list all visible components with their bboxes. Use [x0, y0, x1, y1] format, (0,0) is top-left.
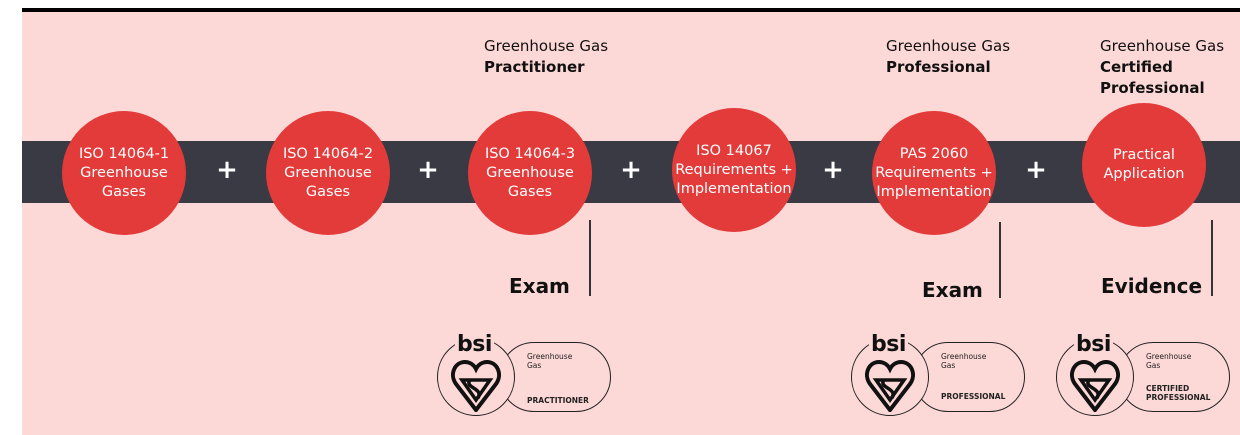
title-certified-professional: Greenhouse Gas Certified Professional [1100, 36, 1224, 99]
node-label: Implementation [676, 180, 792, 197]
badge-level-line: PROFESSIONAL [1146, 393, 1211, 402]
title-prefix: Greenhouse Gas [484, 37, 609, 55]
diagram-background [22, 8, 1240, 435]
requirement-exam: Exam [509, 274, 570, 298]
badge-line: Greenhouse [941, 352, 987, 361]
title-level: Certified [1100, 58, 1173, 76]
badge-level: CERTIFIED PROFESSIONAL [1146, 384, 1210, 402]
plus-connector: + [1025, 155, 1047, 185]
bsi-logo: bsi [1074, 332, 1113, 357]
bsi-practitioner-badge: bsi Greenhouse Gas PRACTITIONER [437, 328, 617, 423]
node-label: Implementation [876, 183, 992, 200]
title-professional: Greenhouse Gas Professional [886, 36, 1010, 78]
badge-line: Gas [527, 361, 542, 370]
node-label: PAS 2060 [899, 145, 969, 162]
bsi-logo: bsi [869, 332, 908, 357]
badge-line: Greenhouse [527, 352, 573, 361]
node-iso-14064-2: ISO 14064-2 Greenhouse Gases [266, 111, 390, 235]
badge-line: Gas [1146, 361, 1161, 370]
node-iso-14064-1: ISO 14064-1 Greenhouse Gases [62, 111, 186, 235]
node-label: Practical [1113, 147, 1175, 163]
title-level: Practitioner [484, 58, 585, 76]
node-practical-application: Practical Application [1082, 103, 1206, 227]
divider-line [589, 220, 591, 296]
bsi-logo: bsi [455, 332, 494, 357]
node-label: Application [1103, 166, 1185, 182]
node-label: Greenhouse [486, 164, 574, 181]
plus-connector: + [216, 155, 238, 185]
plus-connector: + [822, 155, 844, 185]
title-practitioner: Greenhouse Gas Practitioner [484, 36, 608, 78]
badge-level: PRACTITIONER [527, 396, 589, 405]
badge-text: Greenhouse Gas [941, 352, 986, 370]
badge-level-line: CERTIFIED [1146, 384, 1190, 393]
badge-line: Gas [941, 361, 956, 370]
title-prefix: Greenhouse Gas [886, 37, 1011, 55]
badge-line: Greenhouse [1146, 352, 1192, 361]
divider-line [1211, 220, 1213, 296]
node-label: ISO 14067 [696, 142, 772, 159]
node-iso-14067: ISO 14067 Requirements + Implementation [672, 108, 796, 232]
plus-connector: + [417, 155, 439, 185]
bsi-kitemark-icon [1070, 359, 1120, 412]
pathway-band [22, 141, 1240, 203]
bsi-kitemark-icon [451, 359, 501, 412]
title-prefix: Greenhouse Gas [1100, 37, 1225, 55]
node-pas-2060: PAS 2060 Requirements + Implementation [872, 111, 996, 235]
badge-text: Greenhouse Gas [527, 352, 572, 370]
node-label: Gases [305, 183, 351, 200]
badge-level: PROFESSIONAL [941, 392, 1006, 401]
node-label: Gases [507, 183, 553, 200]
title-level: Professional [886, 58, 991, 76]
requirement-exam: Exam [922, 278, 983, 302]
node-label: ISO 14064-2 [282, 145, 374, 162]
node-label: Greenhouse [80, 164, 168, 181]
title-level: Professional [1100, 79, 1205, 97]
bsi-professional-badge: bsi Greenhouse Gas PROFESSIONAL [851, 328, 1031, 423]
node-label: Requirements + [875, 164, 993, 181]
plus-connector: + [620, 155, 642, 185]
bsi-certified-professional-badge: bsi Greenhouse Gas CERTIFIED PROFESSIONA… [1056, 328, 1236, 423]
requirement-evidence: Evidence [1101, 274, 1203, 298]
bsi-kitemark-icon [865, 359, 915, 412]
node-label: Greenhouse [284, 164, 372, 181]
node-label: ISO 14064-3 [484, 145, 576, 162]
divider-line [999, 222, 1001, 298]
node-label: Requirements + [675, 161, 793, 178]
node-label: Gases [101, 183, 147, 200]
node-iso-14064-3: ISO 14064-3 Greenhouse Gases [468, 111, 592, 235]
node-label: ISO 14064-1 [78, 145, 170, 162]
badge-text: Greenhouse Gas [1146, 352, 1191, 370]
